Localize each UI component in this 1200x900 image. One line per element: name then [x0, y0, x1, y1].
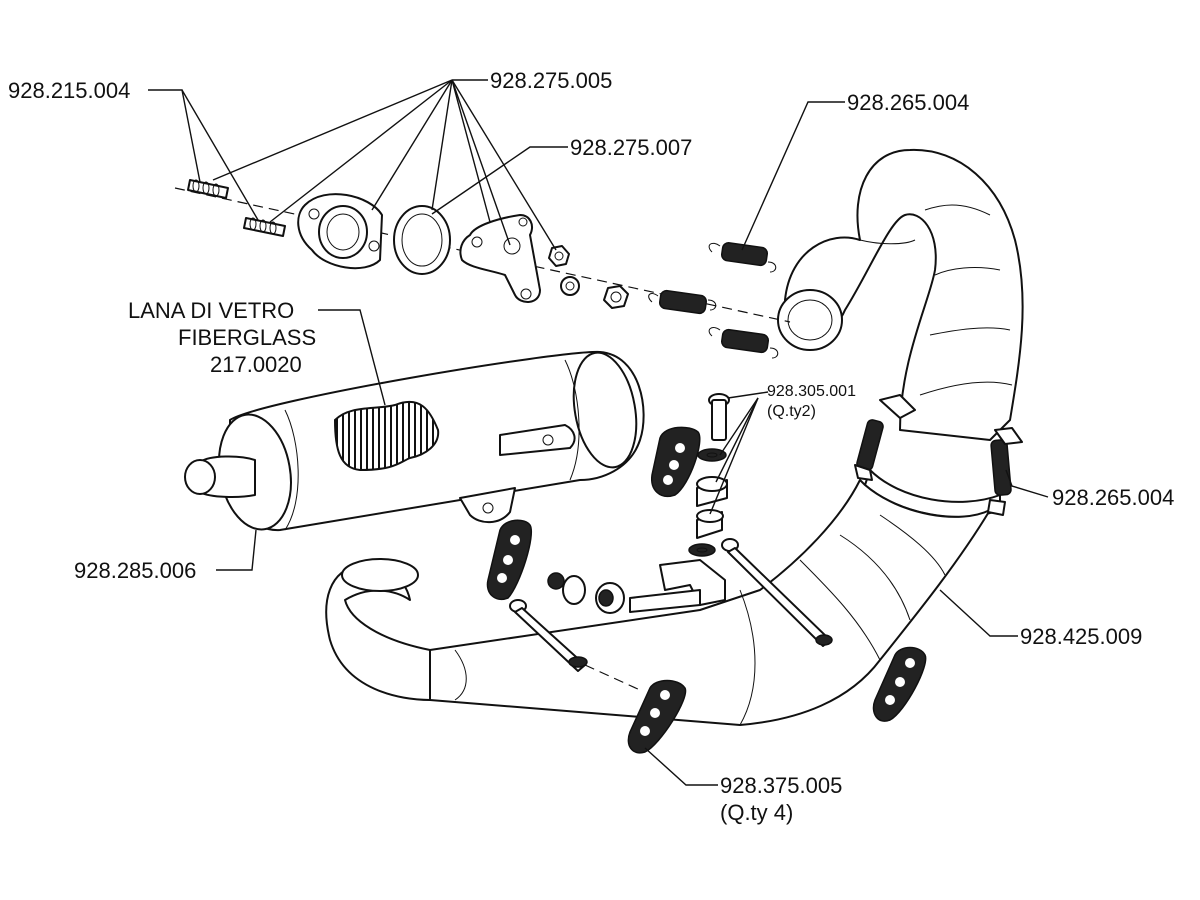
expansion-chamber: [325, 148, 1024, 726]
label-spring-top: 928.265.004: [847, 90, 969, 115]
leader-lines: [148, 79, 1049, 786]
label-fiberglass-it: LANA DI VETRO: [128, 298, 294, 323]
lower-bolt-left: [509, 599, 588, 672]
label-bolt-qty: (Q.ty2): [767, 403, 816, 420]
washer-a: [560, 276, 580, 296]
label-rubber-mount-code: 928.375.005: [720, 773, 842, 798]
stud-lower: [243, 217, 286, 237]
spring-clamp-left: [854, 394, 916, 481]
label-spring-side: 928.265.004: [1052, 485, 1174, 510]
silencer: [184, 350, 645, 532]
spring-clamp-right: [987, 427, 1023, 516]
label-silencer: 928.285.006: [74, 558, 196, 583]
label-flange-gasket: 928.275.007: [570, 135, 692, 160]
bracket-plate: [459, 214, 541, 303]
label-rubber-mount-qty: (Q.ty 4): [720, 800, 793, 825]
exhaust-flange: [297, 193, 383, 270]
bushing-a: [547, 572, 625, 614]
bolt-stack: [688, 393, 730, 557]
lower-bolt-right: [721, 538, 833, 647]
rubber-mount-2: [486, 519, 532, 600]
rubber-mount-4: [872, 646, 927, 722]
hex-nut-b: [603, 285, 629, 309]
rubber-mount-1: [651, 426, 701, 497]
label-bolt-code: 928.305.001: [767, 383, 856, 400]
spring-top-a: [708, 242, 777, 273]
hex-nut-a: [548, 245, 570, 267]
label-flange-stud: 928.215.004: [8, 78, 130, 103]
label-exhaust-body: 928.425.009: [1020, 624, 1142, 649]
label-gasket-nut-set: 928.275.005: [490, 68, 612, 93]
stud-upper: [187, 179, 229, 199]
gasket-ring: [393, 205, 451, 275]
spring-top-c: [708, 327, 779, 359]
part-labels: 928.215.004 928.275.005 928.275.007 928.…: [8, 68, 1174, 825]
flange-parts-row: [174, 179, 791, 323]
label-fiberglass-en: FIBERGLASS: [178, 325, 316, 350]
spring-top-b: [648, 289, 717, 315]
rubber-mount-3: [627, 679, 687, 754]
label-fiberglass-code: 217.0020: [210, 352, 302, 377]
